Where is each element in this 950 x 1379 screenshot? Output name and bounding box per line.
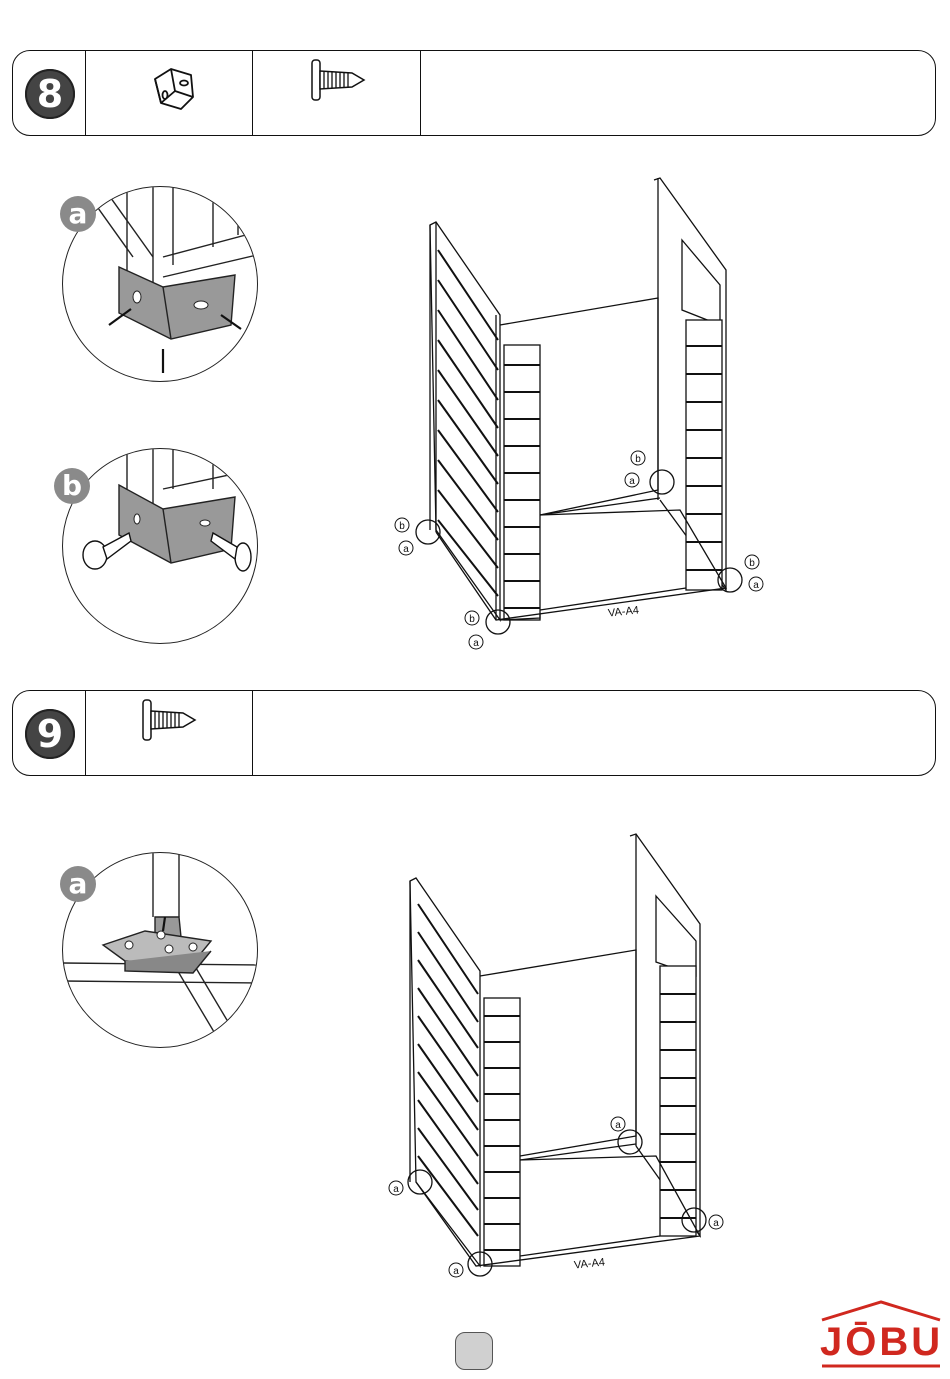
callout-a: a [615,1120,621,1131]
callout-b: b [399,521,405,532]
screw-icon [252,51,420,136]
callout-a: a [403,544,409,555]
step-8-detail-b [62,448,258,644]
step-8-number: 8 [25,69,75,119]
callout-a: a [473,638,479,649]
step-9-number: 9 [25,709,75,759]
step-8-detail-a-label: a [60,196,96,232]
step-9-detail-a-label: a [60,866,96,902]
callout-a: a [453,1266,459,1277]
callout-b: b [635,454,641,465]
callout-a: a [753,580,759,591]
step-8-number-cell: 8 [13,51,86,135]
callout-b: b [469,614,475,625]
logo-text: JŌBU [820,1320,943,1365]
step-9-number-cell: 9 [13,691,86,775]
screw-icon [85,691,252,776]
callout-a: a [393,1184,399,1195]
callout-a: a [629,476,635,487]
step-8-header: 8 [12,50,936,136]
page-number-badge [455,1332,493,1370]
callout-a: a [713,1218,719,1229]
callout-b: b [749,558,755,569]
step-9-header: 9 [12,690,936,776]
step-9-shed-frame-illustration: a a a a [360,826,780,1286]
jobu-logo: JŌBU [818,1300,944,1372]
step-8-screw-cell [252,51,421,135]
step-9-screw-cell [85,691,253,775]
step-8-detail-b-label: b [54,468,90,504]
step-8-bracket-cell [85,51,253,135]
corner-bracket-icon [85,51,252,136]
step-8-shed-frame-illustration: b a b a b a b a [380,170,800,660]
